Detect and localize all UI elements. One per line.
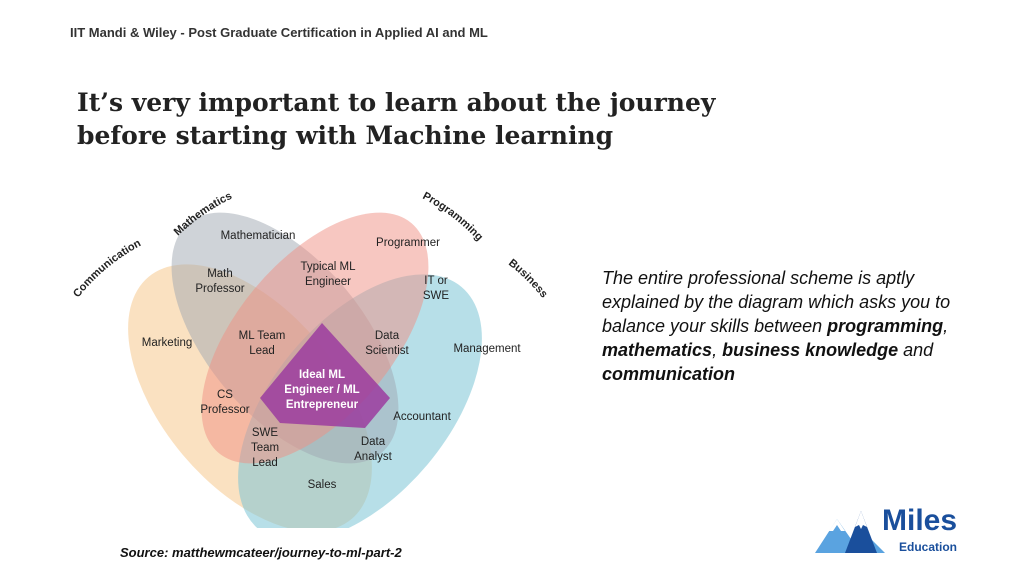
region-typical-ml-1: Typical ML — [301, 261, 357, 273]
set-label-programming: Programming — [421, 190, 486, 243]
region-swe-team-lead-3: Lead — [252, 457, 278, 469]
description-intro: The entire professional scheme is aptly … — [602, 268, 951, 336]
set-label-communication: Communication — [71, 237, 143, 300]
region-data-scientist-1: Data — [375, 330, 400, 342]
region-cs-prof-1: CS — [217, 389, 233, 401]
region-typical-ml-2: Engineer — [305, 276, 351, 288]
description-sep-1: , — [943, 316, 949, 336]
source-citation: Source: matthewmcateer/journey-to-ml-par… — [120, 545, 402, 560]
region-math-prof-1: Math — [207, 268, 233, 280]
region-management: Management — [453, 343, 521, 355]
page-title: It’s very important to learn about the j… — [77, 86, 777, 152]
description-text: The entire professional scheme is aptly … — [602, 266, 972, 386]
region-accountant: Accountant — [393, 411, 451, 423]
description-sep-2: , — [712, 340, 723, 360]
ideal-center-region — [260, 323, 390, 428]
region-ideal-1: Ideal ML — [299, 369, 345, 381]
mountain-icon — [815, 511, 885, 553]
region-programmer: Programmer — [376, 237, 440, 249]
region-ml-team-lead-2: Lead — [249, 345, 275, 357]
region-it-swe-1: IT or — [424, 275, 448, 287]
set-label-business: Business — [506, 257, 550, 300]
title-line-1: It’s very important to learn about the j… — [77, 88, 716, 117]
region-math-prof-2: Professor — [195, 283, 244, 295]
region-data-analyst-2: Analyst — [354, 451, 393, 463]
region-ideal-3: Entrepreneur — [286, 399, 359, 411]
region-ml-team-lead-1: ML Team — [239, 330, 286, 342]
keyword-business: business knowledge — [722, 340, 899, 360]
region-ideal-2: Engineer / ML — [284, 384, 359, 396]
course-header: IIT Mandi & Wiley - Post Graduate Certif… — [70, 25, 488, 40]
region-data-analyst-1: Data — [361, 436, 386, 448]
region-swe-team-lead-1: SWE — [252, 427, 279, 439]
description-and: and — [898, 340, 934, 360]
region-it-swe-2: SWE — [423, 290, 450, 302]
venn-ellipses — [128, 212, 482, 528]
region-swe-team-lead-2: Team — [251, 442, 279, 454]
logo-subtitle: Education — [899, 540, 958, 554]
region-marketing: Marketing — [142, 337, 193, 349]
region-data-scientist-2: Scientist — [365, 345, 409, 357]
keyword-programming: programming — [827, 316, 944, 336]
keyword-mathematics: mathematics — [602, 340, 713, 360]
region-cs-prof-2: Professor — [200, 404, 249, 416]
title-line-2: before starting with Machine learning — [77, 121, 614, 150]
miles-education-logo: Miles Education — [815, 505, 975, 555]
logo-name: Miles — [882, 504, 958, 537]
region-mathematician: Mathematician — [221, 230, 296, 242]
region-sales: Sales — [308, 479, 337, 491]
keyword-communication: communication — [602, 364, 736, 384]
venn-diagram: Communication Mathematics Programming Bu… — [71, 190, 550, 528]
